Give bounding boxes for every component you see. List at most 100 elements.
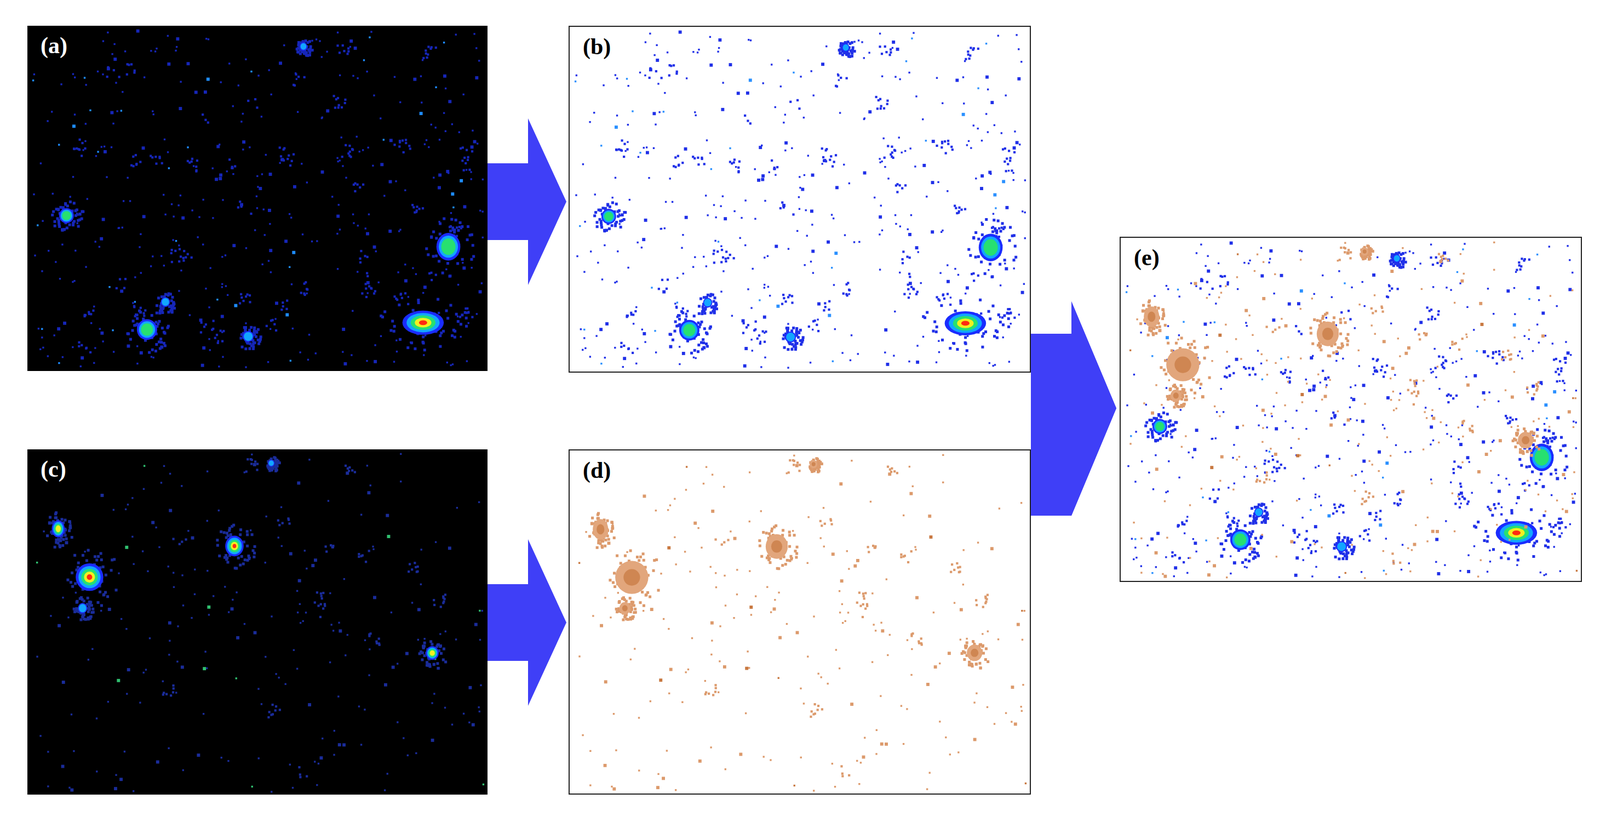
speckle-dot — [798, 107, 801, 110]
speckle-dot — [782, 205, 785, 209]
speckle-dot — [644, 340, 646, 343]
speckle-dot — [622, 356, 627, 360]
speckle-dot — [251, 347, 255, 351]
speckle-dot — [465, 316, 468, 320]
speckle-dot — [746, 119, 749, 122]
speckle-dot — [141, 146, 146, 150]
speckle-dot — [290, 283, 293, 285]
speckle-dot — [202, 198, 204, 201]
speckle-dot — [994, 329, 998, 332]
speckle-dot — [443, 41, 445, 44]
speckle-dot — [154, 50, 157, 53]
speckle-dot — [318, 39, 321, 42]
speckle-dot — [240, 205, 243, 208]
speckle-dot — [285, 313, 289, 317]
speckle-dot — [990, 274, 994, 278]
speckle-dot — [219, 173, 223, 177]
speckle-dot — [244, 295, 248, 298]
speckle-dot — [388, 180, 393, 184]
speckle-dot — [364, 227, 367, 229]
speckle-dot — [611, 201, 615, 204]
speckle-dot — [469, 170, 472, 173]
speckle-dot — [828, 158, 831, 162]
speckle-dot — [308, 50, 312, 54]
speckle-dot — [720, 290, 722, 292]
speckle-dot — [191, 157, 194, 160]
speckle-dot — [922, 335, 925, 338]
speckle-dot — [974, 255, 978, 259]
speckle-dot — [421, 335, 425, 338]
speckle-dot — [993, 193, 997, 197]
speckle-dot — [995, 231, 999, 234]
speckle-dot — [709, 152, 711, 154]
speckle-dot — [773, 166, 776, 169]
speckle-dot — [428, 272, 431, 275]
speckle-dot — [345, 176, 347, 179]
speckle-dot — [242, 299, 245, 302]
speckle-dot — [668, 74, 671, 77]
speckle-dot — [681, 311, 685, 314]
speckle-dot — [677, 155, 680, 158]
speckle-dot — [787, 322, 789, 325]
speckle-dot — [395, 339, 398, 341]
speckle-dot — [442, 217, 446, 221]
speckle-dot — [672, 64, 675, 67]
speckle-dot — [966, 335, 969, 337]
speckle-dot — [129, 337, 133, 341]
speckle-dot — [393, 76, 396, 78]
speckle-dot — [943, 297, 946, 300]
speckle-dot — [796, 230, 799, 232]
speckle-dot — [308, 333, 311, 336]
speckle-dot — [795, 327, 799, 330]
particle-blob — [402, 310, 445, 335]
speckle-dot — [411, 267, 414, 269]
speckle-dot — [362, 183, 365, 186]
speckle-dot — [1006, 311, 1009, 315]
speckle-dot — [258, 186, 262, 191]
speckle-dot — [912, 288, 915, 291]
speckle-dot — [171, 301, 175, 305]
speckle-dot — [836, 73, 840, 77]
speckle-dot — [955, 347, 959, 351]
speckle-dot — [84, 313, 87, 317]
speckle-dot — [94, 240, 96, 243]
speckle-dot — [832, 217, 835, 220]
speckle-dot — [458, 131, 461, 134]
speckle-dot — [179, 81, 182, 83]
speckle-dot — [666, 278, 669, 281]
speckle-dot — [703, 162, 706, 165]
speckle-dot — [249, 325, 253, 329]
speckle-dot — [303, 76, 306, 79]
speckle-dot — [110, 146, 113, 148]
speckle-dot — [998, 262, 1002, 266]
speckle-dot — [358, 257, 361, 260]
speckle-dot — [152, 356, 154, 359]
speckle-dot — [125, 73, 129, 76]
speckle-dot — [654, 329, 656, 332]
speckle-dot — [460, 335, 462, 338]
speckle-dot — [50, 110, 53, 113]
speckle-dot — [868, 110, 872, 114]
speckle-dot — [815, 323, 818, 326]
speckle-dot — [383, 310, 387, 313]
speckle-dot — [792, 213, 795, 216]
speckle-dot — [441, 271, 445, 275]
speckle-dot — [214, 336, 217, 340]
speckle-dot — [134, 153, 137, 157]
speckle-dot — [459, 221, 462, 225]
speckle-dot — [226, 294, 229, 296]
speckle-dot — [993, 124, 996, 126]
speckle-dot — [155, 47, 158, 50]
speckle-dot — [76, 222, 79, 225]
speckle-dot — [47, 249, 50, 252]
speckle-dot — [655, 58, 659, 62]
speckle-dot — [720, 245, 722, 248]
speckle-dot — [878, 233, 881, 235]
speckle-dot — [812, 319, 815, 323]
speckle-dot — [379, 314, 383, 318]
speckle-dot — [210, 328, 214, 331]
speckle-dot — [90, 322, 93, 324]
speckle-dot — [657, 287, 661, 290]
speckle-dot — [225, 284, 227, 287]
speckle-dot — [693, 348, 697, 352]
